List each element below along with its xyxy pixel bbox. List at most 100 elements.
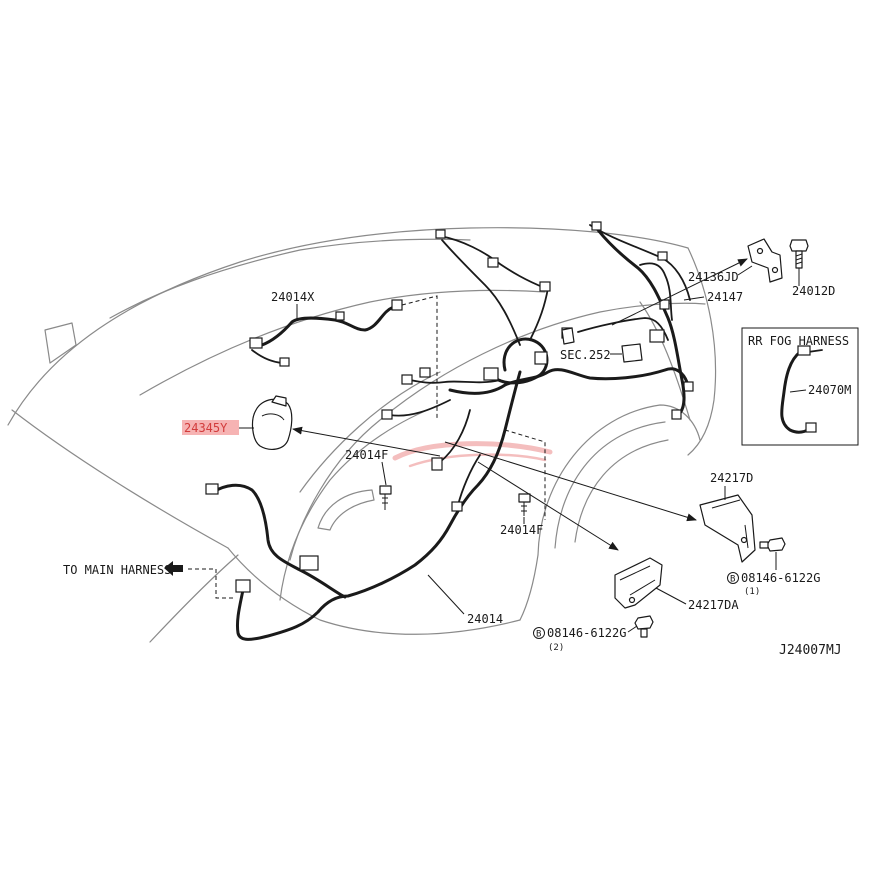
bracket-fold <box>711 499 749 549</box>
harness-24147-main <box>596 228 686 417</box>
connector <box>235 579 251 593</box>
connector <box>419 367 431 378</box>
bracket-hole <box>771 266 779 274</box>
connector <box>249 337 263 349</box>
harness-24147 <box>561 221 691 420</box>
bracket-body <box>699 494 756 563</box>
connector <box>657 251 668 261</box>
connector <box>279 357 290 367</box>
bolt-prefix: B <box>730 575 735 585</box>
connector <box>335 311 345 321</box>
harness-24014x-main <box>260 304 402 347</box>
label-24136jd: 24136JD <box>688 270 739 284</box>
label-24345y: 24345Y <box>184 421 228 435</box>
bracket-24217d <box>699 494 756 563</box>
bracket-hole <box>740 536 748 544</box>
dashed-to-main-harness <box>188 568 236 599</box>
label-24217d: 24217D <box>710 471 753 485</box>
connector <box>205 483 219 495</box>
connector <box>451 501 463 512</box>
car-body-outline <box>7 227 717 643</box>
drawing-code: J24007MJ <box>779 643 842 658</box>
bolt-head <box>634 615 654 630</box>
connector <box>797 345 811 356</box>
latch-fin <box>317 489 375 531</box>
bolt-head <box>789 239 809 252</box>
bracket-hole <box>628 596 636 604</box>
clip-24014f-right <box>518 493 531 516</box>
connector <box>671 409 682 420</box>
connector <box>539 281 551 292</box>
tire-outer <box>554 421 666 549</box>
connector <box>435 229 446 239</box>
leader-24014 <box>427 574 465 615</box>
bolt-08146-6122g-1 <box>759 537 786 552</box>
label-24217da: 24217DA <box>688 598 739 612</box>
callout-labels: 24014X 24345Y 24014F 24014F 24136JD 2414… <box>63 270 842 658</box>
label-bolt-1: B 08146-6122G (1) <box>727 571 820 597</box>
arrow-to-grommet <box>292 426 441 457</box>
connector <box>483 367 499 381</box>
circled-b-icon <box>727 572 739 584</box>
leader-24070m <box>789 389 807 393</box>
connector <box>805 422 817 433</box>
harness-branch-mid <box>457 454 481 506</box>
bolt-part-number: 08146-6122G <box>547 626 626 640</box>
c-pillar-line <box>299 371 441 493</box>
bolt-24012d <box>789 239 809 269</box>
inset-rr-fog-harness: RR FOG HARNESS 24070M <box>741 327 859 446</box>
bolt-shank <box>759 541 769 549</box>
bolt-quantity: (2) <box>548 643 564 653</box>
harness-24147-branch-lower <box>639 262 673 321</box>
bracket-24217da <box>614 557 663 609</box>
sec-252-box <box>621 343 643 363</box>
bracket-body <box>747 238 783 283</box>
connector <box>391 299 403 311</box>
clip-24014f-left <box>379 485 392 510</box>
harness-branch-down <box>439 409 471 463</box>
harness-branch-left <box>409 379 501 384</box>
bolt-thread <box>795 253 803 265</box>
connector <box>659 299 670 310</box>
connector <box>591 221 602 231</box>
harness-branch-up <box>441 239 521 346</box>
harness-24070m <box>780 350 812 434</box>
bolt-shank <box>640 628 648 638</box>
label-24014f-right: 24014F <box>500 523 543 537</box>
harness-branch-left-loop <box>211 483 347 599</box>
connector <box>299 555 319 571</box>
leader-lines <box>188 258 800 633</box>
connector <box>683 381 694 392</box>
rear-glass-line <box>109 238 471 319</box>
grommet-24345y <box>251 395 293 450</box>
harness-branch-lower-left <box>389 399 451 417</box>
leader-24136jd <box>737 265 753 276</box>
quarter-panel <box>227 547 521 635</box>
bracket-hole <box>756 247 764 255</box>
label-24014: 24014 <box>467 612 503 626</box>
arrow-to-24217d <box>444 441 697 522</box>
wheel-arch <box>537 404 701 556</box>
connector <box>381 409 393 420</box>
label-24014x: 24014X <box>271 290 315 304</box>
leader-24147 <box>683 296 705 301</box>
dashed-24014x-route <box>401 295 438 418</box>
label-bolt-2: B 08146-6122G (2) <box>533 626 626 653</box>
body-side-lower <box>149 554 239 643</box>
grommet-body <box>251 398 293 450</box>
inset-title: RR FOG HARNESS <box>748 334 849 348</box>
harness-24014 <box>205 229 694 641</box>
clip-head <box>518 493 531 503</box>
arrow-to-24136jd <box>611 258 748 326</box>
leader-bolt-2 <box>627 625 638 633</box>
trunk-lid-edge <box>139 289 546 396</box>
label-24070m: 24070M <box>808 383 851 397</box>
bolt-part-number: 08146-6122G <box>741 571 820 585</box>
connector <box>487 257 499 268</box>
bolt-quantity: (1) <box>744 587 760 597</box>
label-sec-252: SEC.252 <box>560 348 611 362</box>
rear-right-outline <box>687 247 717 456</box>
circled-b-icon <box>533 627 545 639</box>
sec-252-reference <box>561 327 643 363</box>
bracket-body <box>614 557 663 609</box>
